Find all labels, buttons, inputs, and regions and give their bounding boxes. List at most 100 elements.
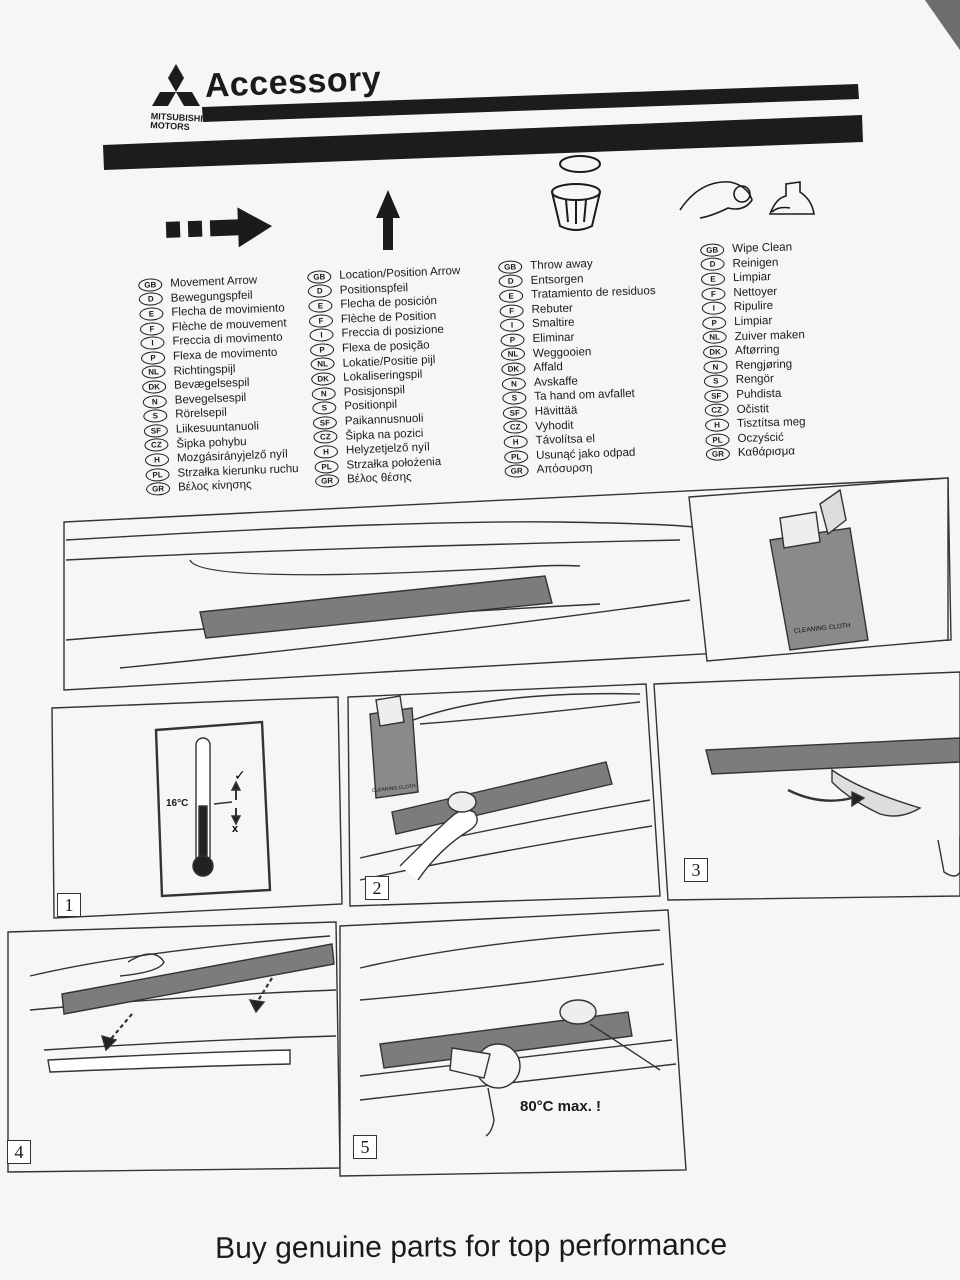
language-code-badge: D xyxy=(700,257,725,272)
language-code-badge: GB xyxy=(307,269,332,284)
language-code-badge: SF xyxy=(704,389,729,403)
language-code-badge: CZ xyxy=(313,430,338,445)
legend-text: Reinigen xyxy=(732,255,779,270)
language-code-badge: N xyxy=(703,359,728,374)
ok-mark: ✓ xyxy=(234,768,246,784)
language-code-badge: P xyxy=(309,342,335,357)
language-code-badge: PL xyxy=(145,467,170,482)
legend-text: Lokaliseringspil xyxy=(342,367,423,384)
language-code-badge: H xyxy=(144,452,170,467)
legend-text: Hävittää xyxy=(534,403,578,418)
panel-step-1 xyxy=(51,696,343,919)
language-code-badge: E xyxy=(308,299,333,313)
language-code-badge: F xyxy=(701,286,726,301)
legend-text: Weggooien xyxy=(532,344,592,360)
language-code-badge: I xyxy=(499,318,525,333)
language-code-badge: PL xyxy=(314,459,339,474)
language-code-badge: E xyxy=(498,289,524,303)
position-arrow-icon xyxy=(376,190,400,250)
step-number-3: 3 xyxy=(684,858,708,882)
language-code-badge: SF xyxy=(312,415,338,430)
header-bar-thin xyxy=(202,84,859,122)
language-code-badge: PL xyxy=(503,449,529,464)
language-code-badge: GR xyxy=(504,464,529,479)
panel-step-3 xyxy=(653,671,960,901)
panel-step-2 xyxy=(347,683,661,907)
language-code-badge: NL xyxy=(141,365,166,380)
language-code-badge: GB xyxy=(498,260,523,274)
language-code-badge: GR xyxy=(145,482,171,496)
language-code-badge: NL xyxy=(310,357,335,372)
language-code-badge: I xyxy=(701,301,727,316)
legend-text: Tisztítsa meg xyxy=(736,415,806,431)
language-code-badge: P xyxy=(500,332,525,347)
language-code-badge: F xyxy=(139,321,165,336)
language-code-badge: H xyxy=(704,418,730,432)
step-number-1: 1 xyxy=(57,893,81,917)
language-code-badge: PL xyxy=(705,432,730,447)
max-heat-label: 80°C max. ! xyxy=(520,1098,602,1115)
trash-bin-icon xyxy=(551,155,601,231)
footer-slogan: Buy genuine parts for top performance xyxy=(215,1228,728,1265)
language-code-badge: SF xyxy=(143,423,169,438)
language-code-badge: S xyxy=(312,401,337,416)
legend-text: Oczyścić xyxy=(737,430,785,445)
language-code-badge: GR xyxy=(314,474,340,488)
language-code-badge: S xyxy=(703,374,729,389)
cloth-label-b: CLEANING CLOTH xyxy=(372,783,417,794)
legend-text: Limpiar xyxy=(732,270,772,285)
language-code-badge: I xyxy=(309,328,334,343)
legend-text: Rengjøring xyxy=(735,357,793,372)
language-code-badge: D xyxy=(498,274,523,289)
language-code-badge: I xyxy=(140,336,165,351)
mitsubishi-logo-icon xyxy=(152,64,200,106)
language-code-badge: E xyxy=(700,272,726,286)
step-number-2: 2 xyxy=(365,876,389,900)
legend-text: Bevegelsespil xyxy=(174,390,247,407)
language-code-badge: P xyxy=(140,350,166,365)
legend-text: Limpiar xyxy=(734,313,773,329)
legend-text: Vyhodit xyxy=(535,418,574,433)
movement-arrow-icon xyxy=(165,207,273,248)
legend-text: Ripulire xyxy=(733,299,774,314)
no-mark: x xyxy=(232,823,239,835)
language-code-badge: GB xyxy=(138,277,163,292)
legend-text: Zuiver maken xyxy=(734,327,806,343)
language-code-badge: GB xyxy=(700,243,725,257)
language-code-badge: P xyxy=(702,316,727,330)
legend-text: Rengör xyxy=(735,372,775,387)
legend-row: GB Wipe Clean xyxy=(700,240,803,257)
page-title: Accessory xyxy=(204,59,382,105)
panel-step-5 xyxy=(339,909,687,1177)
legend-text: Nettoyer xyxy=(733,284,778,299)
legend-text: Eliminar xyxy=(532,330,575,345)
language-code-badge: S xyxy=(502,391,527,406)
language-code-badge: E xyxy=(139,307,164,321)
language-code-badge: F xyxy=(499,303,524,318)
legend-text: Avskaffe xyxy=(533,374,579,389)
legend-text: Usunąć jako odpad xyxy=(535,445,636,462)
language-code-badge: CZ xyxy=(503,420,528,435)
header-bar-thick xyxy=(103,115,863,170)
language-code-badge: GR xyxy=(705,447,731,462)
language-code-badge: CZ xyxy=(704,403,729,418)
legend-text: Smaltire xyxy=(531,316,575,331)
language-code-badge: DK xyxy=(310,371,336,386)
legend-text: Βέλος κίνησης xyxy=(177,478,252,494)
legend-text: Affald xyxy=(533,360,564,375)
legend-text: Aftørring xyxy=(734,342,780,358)
legend-text: Βέλος θέσης xyxy=(346,470,412,486)
legend-text: Wipe Clean xyxy=(731,240,793,256)
language-code-badge: D xyxy=(138,292,164,307)
language-code-badge: H xyxy=(313,444,339,459)
language-code-badge: S xyxy=(143,409,168,424)
legend-text: Očistit xyxy=(736,401,770,416)
panel-cleaning-cloth xyxy=(688,477,949,662)
